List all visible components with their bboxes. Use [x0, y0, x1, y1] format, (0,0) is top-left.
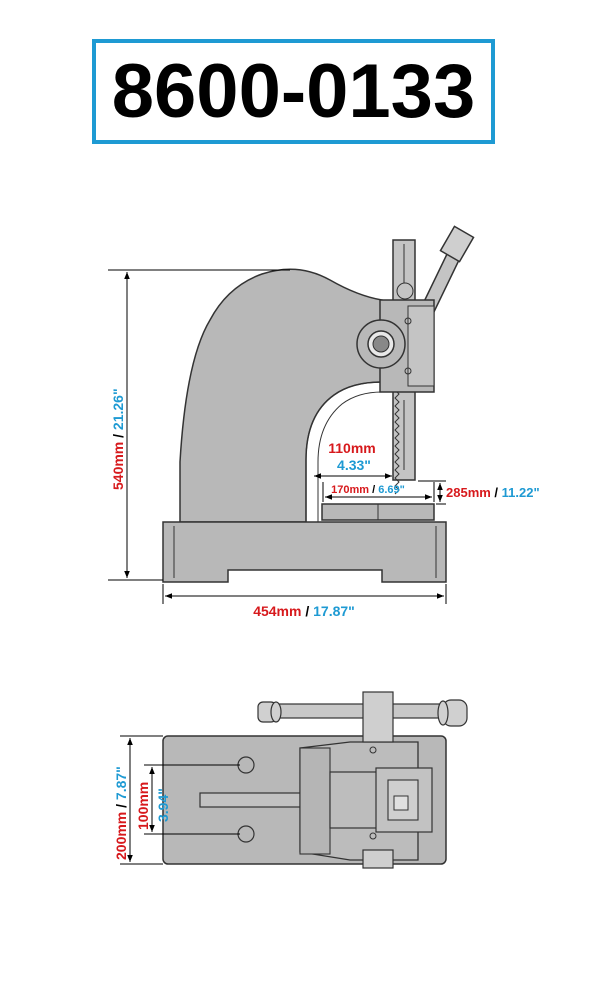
svg-text:540mm / 21.26": 540mm / 21.26" — [110, 388, 126, 490]
table-dimension: 170mm / 6.69" — [322, 482, 435, 502]
stroke-dimension: 285mm / 11.22" — [418, 480, 540, 505]
height-dimension: 540mm / 21.26" — [108, 269, 290, 581]
hole-spacing-mm: 100mm — [135, 782, 151, 830]
svg-text:200mm / 7.87": 200mm / 7.87" — [113, 766, 129, 860]
depth-mm: 200mm — [113, 812, 129, 860]
width-mm: 454mm — [253, 603, 301, 619]
hole-spacing-in: 3.94" — [155, 788, 171, 822]
throat-mm: 110mm — [328, 440, 375, 456]
width-in: 17.87" — [313, 603, 355, 619]
svg-text:170mm / 6.69": 170mm / 6.69" — [331, 484, 405, 496]
height-mm: 540mm — [110, 442, 126, 490]
table-in: 6.69" — [378, 484, 405, 496]
stroke-in: 11.22" — [502, 485, 540, 500]
part-number-frame: 8600-0133 — [92, 39, 495, 144]
svg-text:454mm / 17.87": 454mm / 17.87" — [253, 603, 355, 619]
depth-in: 7.87" — [113, 766, 129, 800]
hole-spacing-dimension: 100mm 3.94" — [135, 764, 240, 835]
depth-dimension: 200mm / 7.87" — [113, 735, 163, 865]
mount-hole-lower — [237, 825, 255, 843]
base — [162, 521, 447, 583]
width-dimension: 454mm / 17.87" — [162, 584, 447, 619]
throat-dimension: 110mm 4.33" — [314, 440, 392, 479]
throat-in: 4.33" — [337, 457, 371, 473]
top-view: 200mm / 7.87" 100mm 3.94" — [113, 691, 468, 869]
side-view: 540mm / 21.26" 454mm / 17.87" 110mm 4.33… — [108, 225, 540, 619]
table-mm: 170mm — [331, 484, 369, 496]
height-in: 21.26" — [110, 388, 126, 430]
part-number: 8600-0133 — [111, 49, 476, 134]
svg-text:285mm / 11.22": 285mm / 11.22" — [446, 485, 540, 500]
stroke-mm: 285mm — [446, 485, 491, 500]
mount-hole-upper — [237, 756, 255, 774]
